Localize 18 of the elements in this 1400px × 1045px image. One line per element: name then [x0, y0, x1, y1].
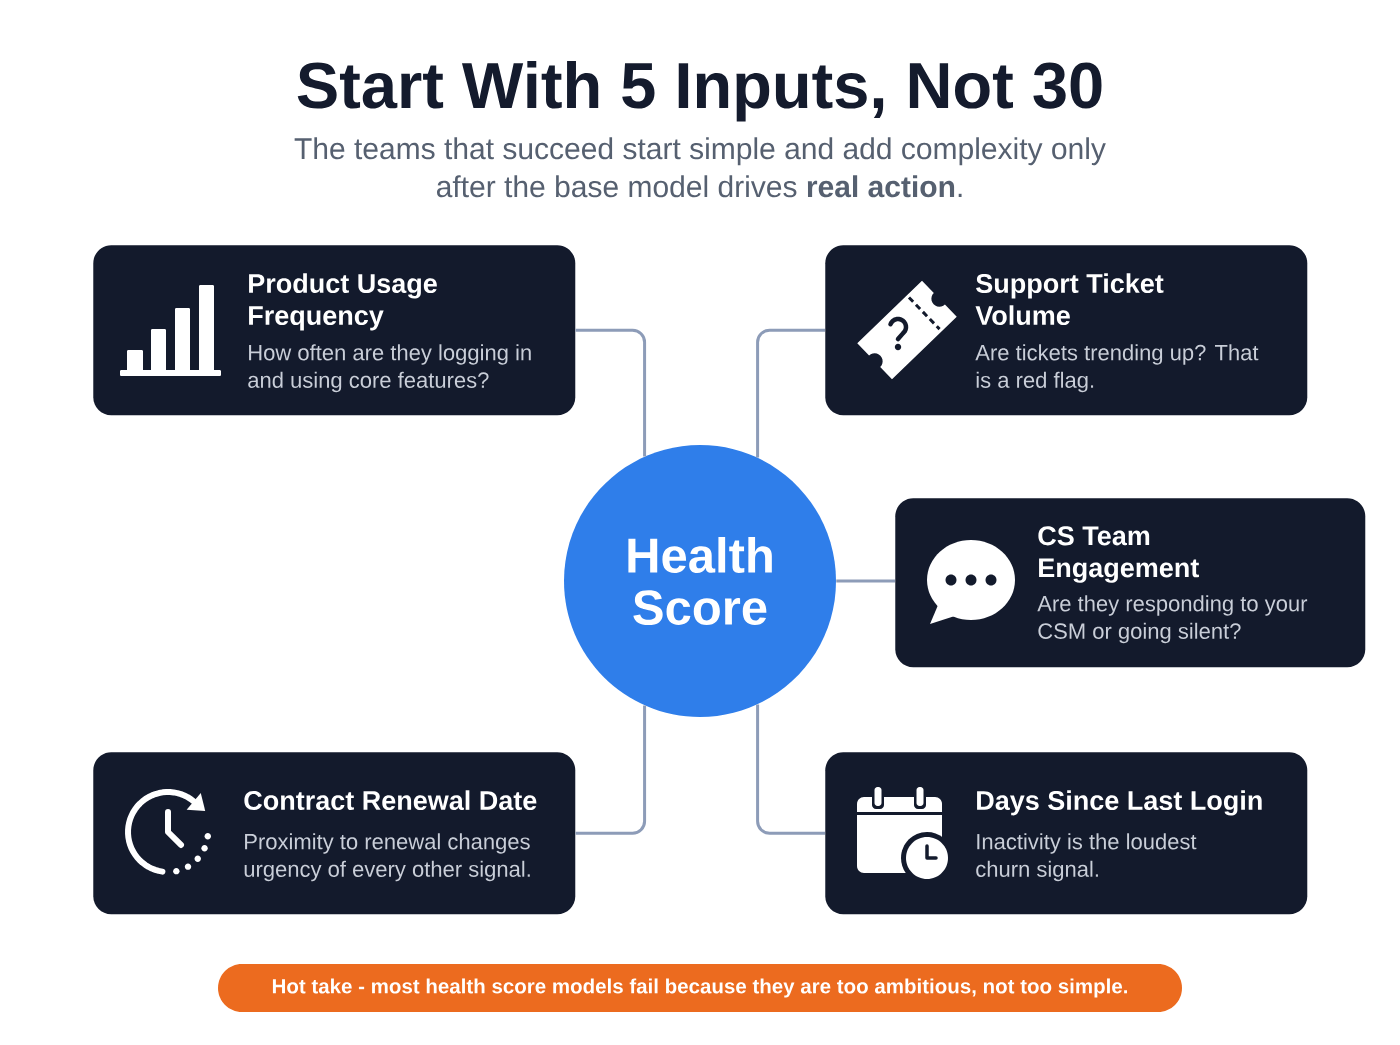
card-title: Days Since Last Login — [977, 790, 1262, 816]
connector-line — [756, 328, 825, 458]
connector-line — [756, 704, 825, 835]
title: Start With 5 Inputs, Not 30 — [297, 60, 1102, 122]
subtitle: The teams that succeed start simple and add complexity only after the base model drives real action. — [294, 137, 1106, 198]
connector-line — [836, 579, 895, 583]
card-description: Are tickets trending up? That is a red flag. — [975, 344, 1259, 393]
card-description: Are they responding to your CSM or going silent? — [1037, 595, 1308, 644]
connector-line — [575, 328, 647, 457]
card-description: How often are they logging in and using core features? — [248, 344, 531, 393]
card-description: Proximity to renewal changes urgency of every other signal. — [244, 833, 530, 882]
card-description: Inactivity is the loudest churn signal. — [976, 833, 1197, 882]
card-title: Contract Renewal Date — [244, 790, 537, 811]
card-title: Support Ticket Volume — [975, 273, 1164, 326]
note-banner: Hot take - most health score models fail because they are too ambitious, not too simple. — [218, 964, 1182, 1012]
connector-line — [575, 705, 647, 835]
card-title: CS Team Engagement — [1038, 526, 1199, 583]
card-title: Product Usage Frequency — [249, 273, 437, 331]
